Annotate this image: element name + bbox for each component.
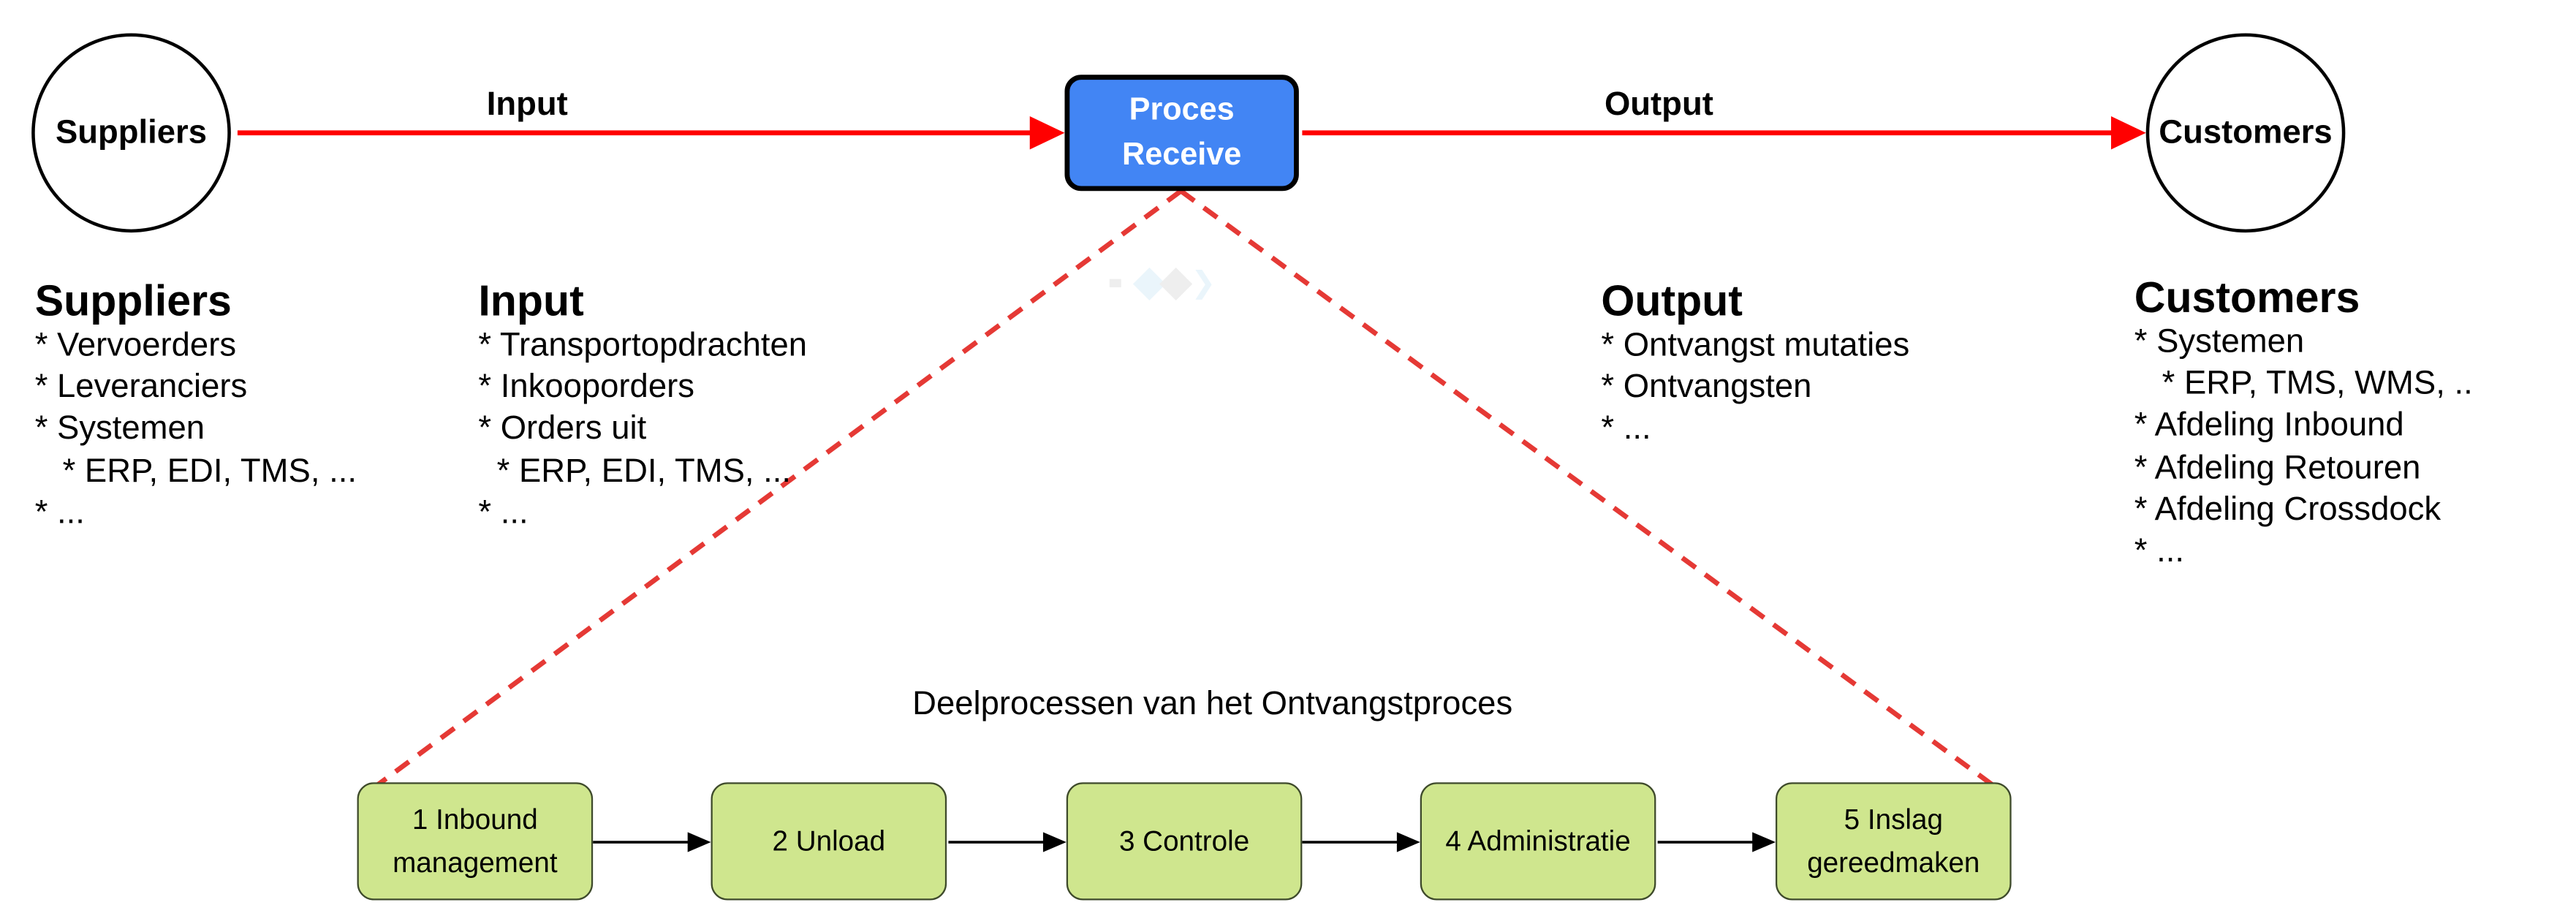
step-arrowhead-4 [1752, 832, 1776, 852]
block-item: * Vervoerders [34, 327, 237, 364]
subprocess-caption: Deelprocessen van het Ontvangstproces [912, 686, 1513, 723]
input-block: Input * Transportopdrachten * Inkooporde… [478, 276, 807, 534]
customers-block: Customers * Systemen * ERP, TMS, WMS, ..… [2134, 273, 2473, 574]
step-arrowhead-1 [687, 832, 711, 852]
block-item: * Systemen [2134, 324, 2305, 361]
block-item: * ERP, EDI, TMS, ... [478, 452, 792, 490]
block-item: * Afdeling Inbound [2134, 407, 2404, 444]
faint-decoration-icon: ❯ [1109, 266, 1216, 300]
customers-node-label: Customers [2159, 113, 2333, 151]
block-item: * Orders uit [478, 411, 647, 448]
block-item: * Ontvangsten [1601, 368, 1812, 406]
step-unload[interactable]: 2 Unload [711, 782, 947, 901]
block-item: * Afdeling Retouren [2134, 449, 2421, 486]
block-heading: Input [478, 276, 584, 326]
step-arrowhead-2 [1042, 832, 1067, 852]
block-item: * ... [34, 494, 85, 531]
block-heading: Output [1601, 276, 1743, 326]
block-item: * ... [2134, 533, 2184, 570]
block-item: * ... [1601, 411, 1651, 448]
suppliers-node-label: Suppliers [55, 113, 208, 151]
input-arrowhead [1029, 116, 1065, 150]
step-label-line1: 4 Administratie [1445, 825, 1631, 857]
step-label-line1: 2 Unload [772, 825, 886, 857]
block-heading: Customers [2134, 272, 2360, 322]
customers-node[interactable]: Customers [2145, 33, 2346, 233]
block-item: * Transportopdrachten [478, 327, 808, 364]
step-inslag-gereedmaken[interactable]: 5 Inslag gereedmaken [1775, 782, 2012, 901]
step-label-line1: 5 Inslag [1844, 803, 1943, 835]
block-item: * Leveranciers [34, 368, 248, 406]
block-item: * ERP, TMS, WMS, .. [2134, 366, 2473, 403]
step-inbound-management[interactable]: 1 Inbound management [357, 782, 594, 901]
suppliers-block: Suppliers * Vervoerders * Leveranciers *… [35, 276, 357, 534]
block-item: * Ontvangst mutaties [1601, 327, 1910, 364]
suppliers-node[interactable]: Suppliers [31, 33, 231, 233]
step-arrowhead-3 [1396, 832, 1420, 852]
block-item: * ... [478, 494, 529, 531]
block-item: * ERP, EDI, TMS, ... [34, 452, 357, 490]
proces-label-line2: Receive [1122, 137, 1242, 173]
block-item: * Inkooporders [478, 368, 694, 406]
block-item: * Afdeling Crossdock [2134, 491, 2441, 529]
step-label-line1: 1 Inbound [412, 803, 538, 835]
output-arrowhead [2110, 116, 2146, 150]
step-controle[interactable]: 3 Controle [1066, 782, 1303, 901]
output-flow-label: Output [1604, 86, 1713, 124]
step-label-line2: management [393, 846, 558, 878]
step-label-line1: 3 Controle [1118, 825, 1250, 857]
step-administratie[interactable]: 4 Administratie [1420, 782, 1656, 901]
block-heading: Suppliers [34, 276, 232, 326]
proces-label-line1: Proces [1129, 93, 1235, 128]
step-label-line2: gereedmaken [1807, 846, 1980, 878]
output-block: Output * Ontvangst mutaties * Ontvangste… [1601, 276, 1909, 451]
proces-receive-node[interactable]: Proces Receive [1064, 75, 1299, 192]
input-flow-label: Input [486, 86, 568, 124]
block-item: * Systemen [34, 411, 205, 448]
